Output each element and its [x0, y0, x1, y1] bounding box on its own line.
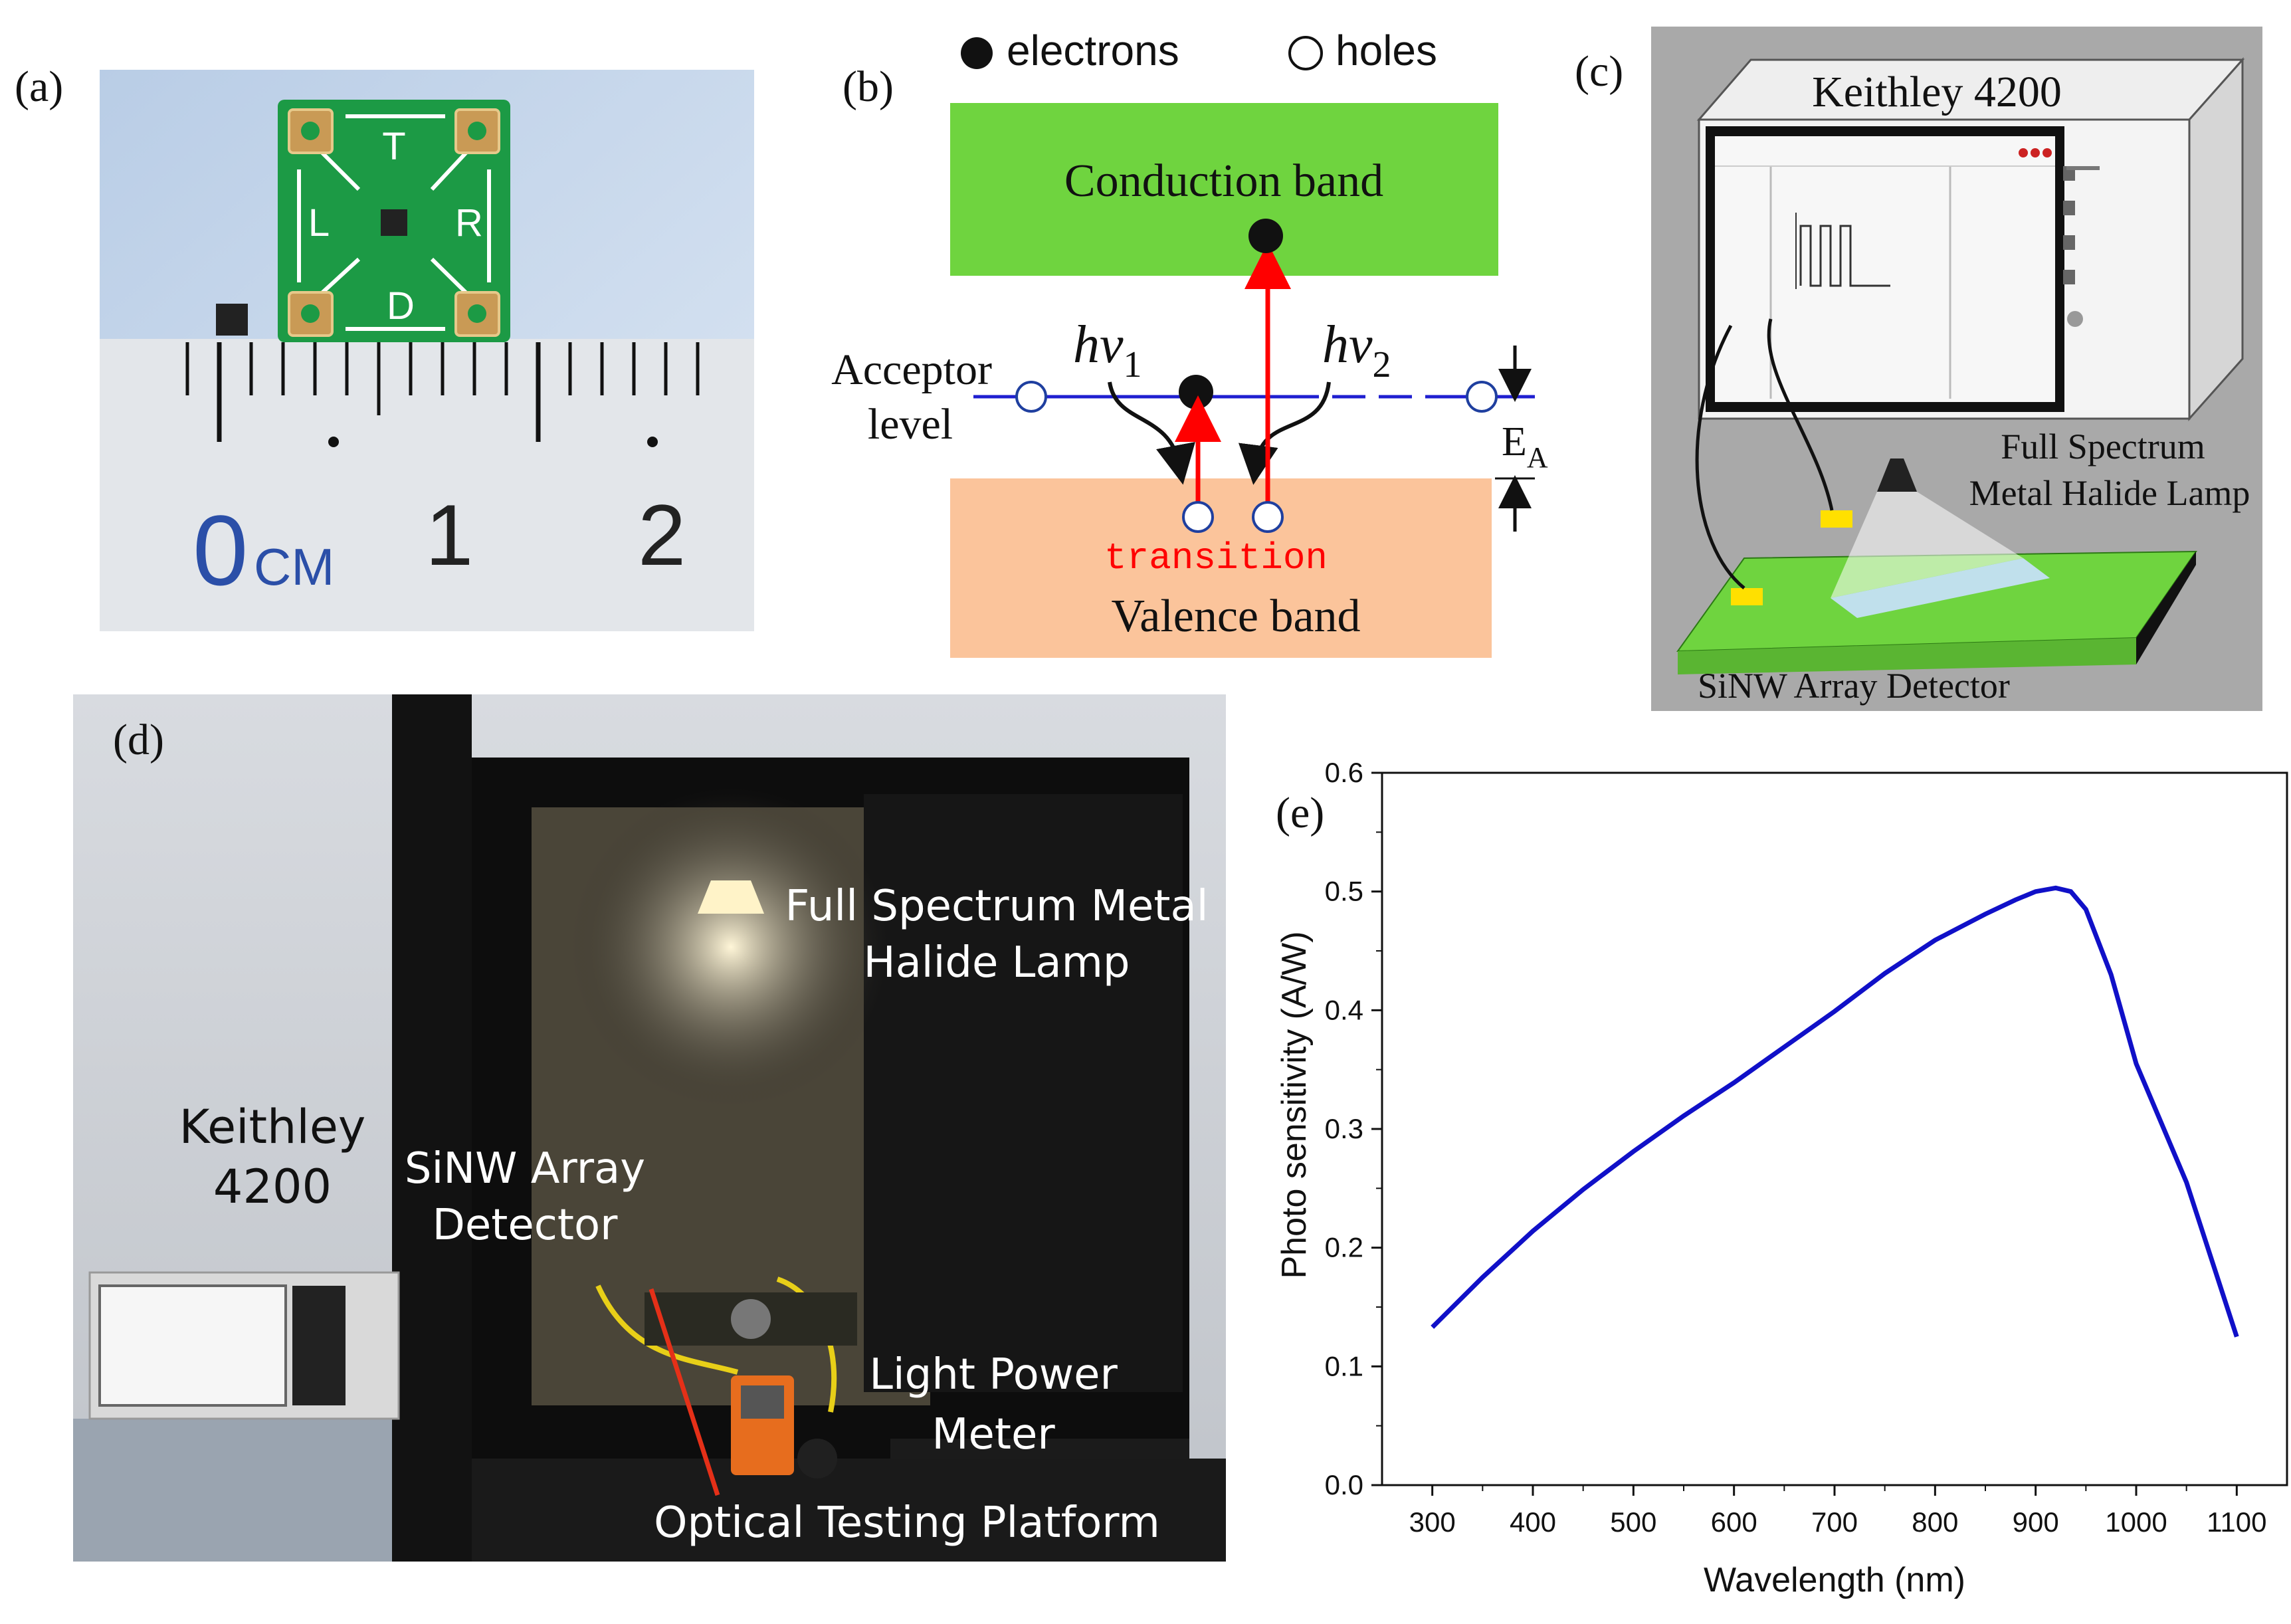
detector-label-d-2: Detector [433, 1201, 619, 1250]
platform-label: Optical Testing Platform [654, 1498, 1160, 1548]
plot-frame [1381, 771, 2288, 1486]
y-tick-label: 0.2 [1325, 1232, 1363, 1263]
panel-d-label: (d) [113, 716, 164, 764]
lamp-label-1: Full Spectrum [2001, 427, 2205, 466]
legend-holes: holes [1336, 27, 1437, 74]
lamp-label-d-1: Full Spectrum Metal [785, 882, 1209, 931]
ruler-number-0: 0 [193, 494, 248, 606]
acceptor-label-1: Acceptor [831, 346, 992, 394]
y-tick-label: 0.6 [1325, 757, 1363, 788]
board-letter-bottom: D [387, 284, 415, 328]
panel-e-label: (e) [1276, 789, 1324, 837]
ruler-unit: CM [254, 538, 334, 596]
panel-a-photo: T L R D 0 CM 1 2 [100, 70, 754, 631]
hv1-label: hν1 [1073, 316, 1142, 385]
y-tick-label: 0.1 [1325, 1350, 1363, 1381]
x-tick-label: 700 [1811, 1506, 1858, 1538]
sensitivity-curve [1431, 885, 2239, 1338]
panel-b-label: (b) [843, 62, 894, 111]
keithley-title: Keithley 4200 [1812, 68, 2062, 116]
ruler-number-1: 1 [425, 486, 473, 583]
y-tick-label: 0.5 [1325, 876, 1363, 907]
x-tick-label: 600 [1711, 1506, 1757, 1538]
ruler-number-2: 2 [638, 486, 686, 583]
valence-band-label: Valence band [1111, 591, 1360, 642]
y-tick-label: 0.3 [1325, 1113, 1363, 1144]
keithley-label-2: 4200 [213, 1160, 332, 1214]
meter-label-2: Meter [932, 1410, 1055, 1459]
conduction-band-label: Conduction band [1064, 155, 1383, 207]
lamp-label-2: Metal Halide Lamp [1969, 473, 2250, 513]
panel-e-chart: (e) 300 400 500 600 700 800 900 1000 1100 0.0 0.1 0… [1275, 757, 2288, 1599]
y-tick-label: 0.4 [1325, 994, 1363, 1025]
keithley-label-1: Keithley [179, 1100, 366, 1154]
y-tick-label: 0.0 [1325, 1469, 1363, 1500]
panel-a-label: (a) [15, 62, 64, 111]
valence-band [950, 478, 1492, 658]
meter-label-1: Light Power [869, 1350, 1118, 1399]
x-tick-label: 900 [2013, 1506, 2059, 1538]
x-tick-label: 1100 [2207, 1506, 2266, 1538]
panel-b-band-diagram: electrons holes Conduction band Valence … [831, 27, 1548, 658]
transition-label: transition [1104, 537, 1328, 579]
panel-c-label: (c) [1575, 47, 1624, 96]
board-letter-left: L [308, 201, 330, 245]
x-tick-label: 800 [1912, 1506, 1958, 1538]
x-tick-label: 300 [1409, 1506, 1456, 1538]
hv2-label: hν2 [1322, 316, 1391, 385]
x-tick-label: 1000 [2105, 1506, 2167, 1538]
board-letter-right: R [455, 201, 483, 245]
detector-label-d-1: SiNW Array [405, 1144, 645, 1193]
conduction-band [950, 103, 1498, 276]
y-axis-label: Photo sensitivity (A/W) [1275, 931, 1314, 1278]
panel-c-setup-schematic: Keithley 4200 Full Spectrum Metal Halide… [1651, 27, 2262, 711]
x-tick-label: 500 [1610, 1506, 1656, 1538]
detector-label: SiNW Array Detector [1698, 666, 2010, 706]
x-axis-label: Wavelength (nm) [1704, 1561, 1965, 1599]
board-letter-top: T [382, 125, 405, 168]
legend-electrons: electrons [1007, 27, 1179, 74]
x-tick-label: 400 [1510, 1506, 1556, 1538]
ea-label: EA [1502, 419, 1548, 474]
panel-d-photo: (d) Keithley 4200 Full Spectrum Metal Ha… [73, 694, 1226, 1562]
lamp-label-d-2: Halide Lamp [863, 938, 1130, 987]
acceptor-label-2: level [868, 400, 953, 449]
